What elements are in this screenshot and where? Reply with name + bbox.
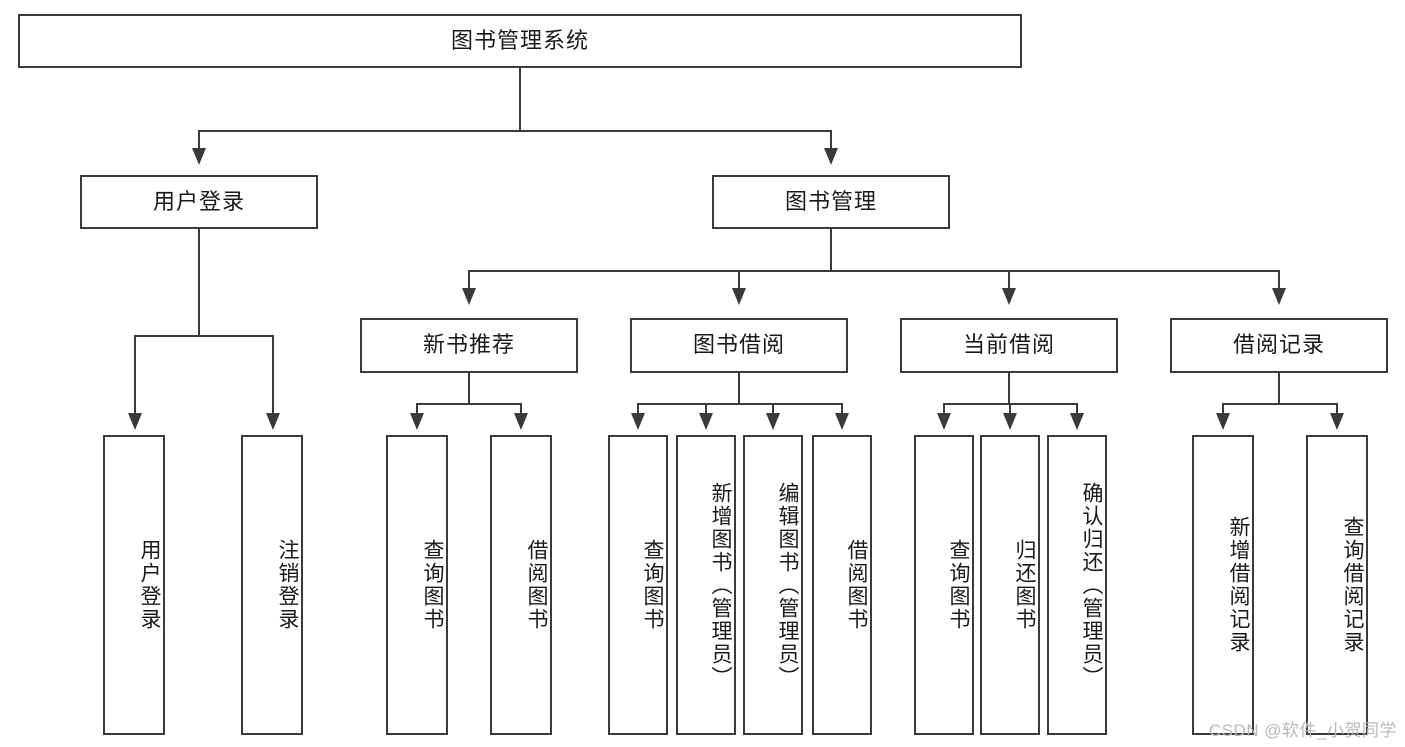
leaf-nbr-borrow-book[interactable]: 借阅图书 [490,435,552,735]
leaf-logout[interactable]: 注销登录 [241,435,303,735]
arrow-to-leaf-cb-3 [1070,413,1084,430]
arrow-to-leaf-cb-1 [937,413,951,430]
connector-nbr-bus [416,403,522,405]
node-label: 借阅图书 [525,539,548,631]
node-book-borrow[interactable]: 图书借阅 [630,318,848,373]
connector-bb-drop-1 [637,403,639,415]
connector-root-stem [519,68,521,130]
leaf-bb-add-book[interactable]: 新增图书（管理员） [676,435,736,735]
leaf-bb-edit-book[interactable]: 编辑图书（管理员） [743,435,803,735]
node-label: 借阅图书 [845,539,868,631]
node-label: 查询图书 [421,539,444,631]
node-label: 图书管理 [784,188,877,214]
node-new-book-recommend[interactable]: 新书推荐 [360,318,578,373]
connector-br-drop-1 [1222,403,1224,415]
node-label: 注销登录 [276,539,299,631]
arrow-to-leaf-nbr-2 [514,413,528,430]
arrow-to-leaf-bb-3 [766,413,780,430]
node-label: 查询图书 [641,539,664,631]
node-label: 用户登录 [152,188,245,214]
node-label: 归还图书 [1013,539,1036,631]
connector-br-bus [1222,403,1338,405]
connector-bb-drop-3 [772,403,774,415]
connector-bb-stem [738,373,740,403]
connector-user-login-stem [198,229,200,335]
arrow-to-book-borrow [732,288,746,305]
arrow-to-leaf-bb-2 [699,413,713,430]
leaf-bb-query-book[interactable]: 查询图书 [608,435,668,735]
node-user-login[interactable]: 用户登录 [80,175,318,229]
leaf-br-query-record[interactable]: 查询借阅记录 [1306,435,1368,735]
leaf-cb-query-book[interactable]: 查询图书 [914,435,974,735]
arrow-to-new-book-recommend [462,288,476,305]
leaf-bb-borrow-book[interactable]: 借阅图书 [812,435,872,735]
connector-bb-drop-2 [705,403,707,415]
connector-user-login-drop-2 [272,335,274,415]
arrow-to-current-borrow [1002,288,1016,305]
arrow-to-leaf-bb-4 [835,413,849,430]
node-label: 当前借阅 [962,332,1055,358]
node-label: 查询图书 [947,539,970,631]
connector-bm-drop-2 [738,270,740,290]
connector-br-drop-2 [1336,403,1338,415]
arrow-to-leaf-cb-2 [1003,413,1017,430]
connector-nbr-drop-2 [520,403,522,415]
connector-cb-drop-3 [1076,403,1078,415]
node-label: 图书管理系统 [450,27,589,53]
leaf-user-login[interactable]: 用户登录 [103,435,165,735]
node-label: 编辑图书（管理员） [776,481,799,689]
arrow-to-user-login [192,148,206,165]
node-label: 确认归还（管理员） [1080,481,1103,689]
connector-br-stem [1278,373,1280,403]
node-label: 查询借阅记录 [1341,516,1364,654]
arrow-to-leaf-user-login [128,413,142,430]
connector-bb-bus [637,403,843,405]
connector-nbr-stem [468,373,470,403]
connector-bm-drop-4 [1278,270,1280,290]
node-current-borrow[interactable]: 当前借阅 [900,318,1118,373]
connector-nbr-drop-1 [416,403,418,415]
node-root-system[interactable]: 图书管理系统 [18,14,1022,68]
connector-user-login-bus [134,335,274,337]
csdn-watermark: CSDN @软件_小贺同学 [1208,721,1397,740]
leaf-cb-return-book[interactable]: 归还图书 [980,435,1040,735]
node-label: 用户登录 [138,539,161,631]
connector-book-management-bus [468,270,1280,272]
arrow-to-leaf-br-1 [1216,413,1230,430]
connector-root-bus [198,130,832,132]
connector-cb-stem [1008,373,1010,403]
leaf-cb-confirm-return[interactable]: 确认归还（管理员） [1047,435,1107,735]
connector-root-drop-right [830,130,832,150]
node-label: 新书推荐 [422,332,515,358]
node-label: 新增图书（管理员） [709,481,732,689]
connector-root-drop-left [198,130,200,150]
connector-bm-drop-3 [1008,270,1010,290]
arrow-to-leaf-br-2 [1330,413,1344,430]
arrow-to-leaf-nbr-1 [410,413,424,430]
node-label: 借阅记录 [1232,332,1325,358]
connector-cb-drop-2 [1009,403,1011,415]
leaf-br-add-record[interactable]: 新增借阅记录 [1192,435,1254,735]
arrow-to-book-management [824,148,838,165]
arrow-to-leaf-bb-1 [631,413,645,430]
node-borrow-record[interactable]: 借阅记录 [1170,318,1388,373]
arrow-to-borrow-record [1272,288,1286,305]
node-label: 新增借阅记录 [1227,516,1250,654]
node-label: 图书借阅 [692,332,785,358]
connector-book-management-stem [830,229,832,270]
node-book-management[interactable]: 图书管理 [712,175,950,229]
connector-user-login-drop-1 [134,335,136,415]
connector-cb-drop-1 [943,403,945,415]
connector-bb-drop-4 [841,403,843,415]
arrow-to-leaf-logout [266,413,280,430]
leaf-nbr-query-book[interactable]: 查询图书 [386,435,448,735]
connector-bm-drop-1 [468,270,470,290]
